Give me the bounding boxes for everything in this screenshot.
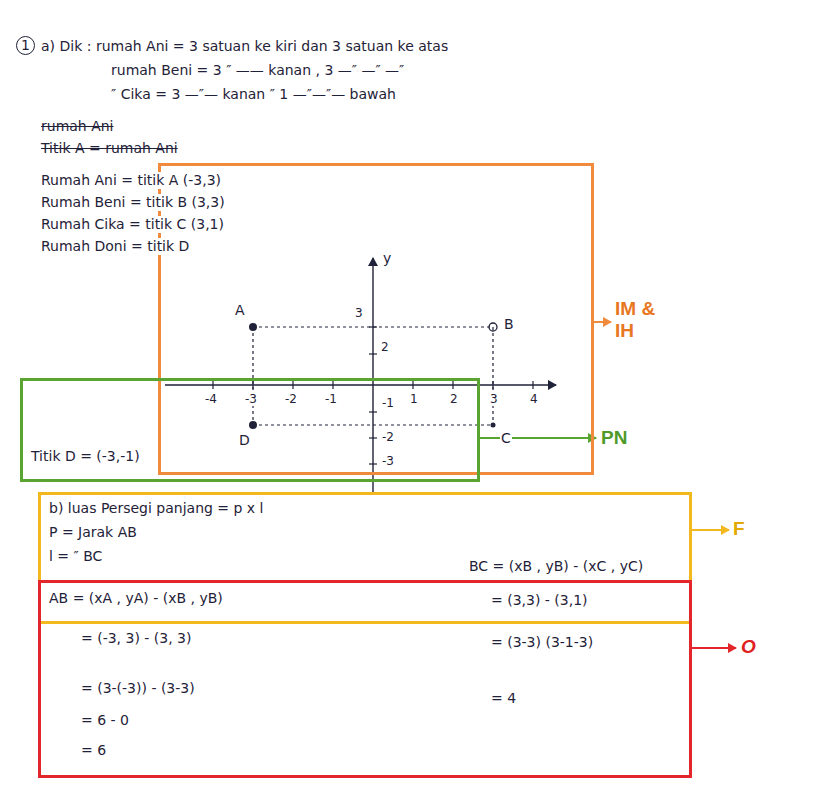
answer-line: Rumah Doni = titik D <box>40 238 190 255</box>
point-label: C <box>500 430 512 447</box>
annotation-code: F <box>733 518 745 540</box>
given-text: ″ Cika = 3 —″— kanan ″ 1 —″—″— bawah <box>110 86 397 103</box>
annotation-code: O <box>741 636 756 658</box>
annotation-code: IM & IH <box>615 298 667 342</box>
given-text: a) Dik : rumah Ani = 3 satuan ke kiri da… <box>40 38 449 55</box>
axis-number: 3 <box>489 392 499 406</box>
answer-line: Rumah Beni = titik B (3,3) <box>40 194 226 211</box>
axis-ticks <box>213 327 533 464</box>
formula-line: b) luas Persegi panjang = p x l <box>48 500 265 517</box>
answer-line: Rumah Ani = titik A (-3,3) <box>40 172 222 189</box>
axis-number: 1 <box>409 392 419 406</box>
x-axis <box>165 384 556 385</box>
working-line: = 4 <box>490 690 517 707</box>
annotation-arrow <box>594 321 611 323</box>
point-a <box>249 323 257 331</box>
working-line: = (-3, 3) - (3, 3) <box>80 630 192 647</box>
y-axis <box>372 258 373 492</box>
point-label: A <box>234 302 246 319</box>
point-label: B <box>503 316 515 333</box>
axis-number: 2 <box>449 392 459 406</box>
axis-number: -3 <box>244 392 258 406</box>
formula-line: l = ″ BC <box>48 548 103 565</box>
annotation-arrow <box>480 437 596 439</box>
point-c <box>491 423 496 428</box>
axis-name: y <box>382 250 392 267</box>
axis-number: -1 <box>324 392 338 406</box>
axis-number: -1 <box>381 396 395 410</box>
guide-lines <box>253 327 493 425</box>
answer-line: Rumah Cika = titik C (3,1) <box>40 216 225 233</box>
working-line: = 6 <box>80 742 107 759</box>
working-line: BC = (xB , yB) - (xC , yC) <box>468 558 644 575</box>
axis-number: -3 <box>381 454 395 468</box>
working-line: = (3,3) - (3,1) <box>490 592 589 609</box>
working-line: = 6 - 0 <box>80 712 130 729</box>
formula-line: P = Jarak AB <box>48 524 138 541</box>
axis-number: 3 <box>354 306 364 320</box>
axis-number: 4 <box>529 392 539 406</box>
given-text: rumah Beni = 3 ″ —— kanan , 3 —″ —″ —″ <box>110 62 405 79</box>
axis-number: -2 <box>381 430 395 444</box>
working-line: = (3-(-3)) - (3-3) <box>80 680 196 697</box>
working-line: = (3-3) (3-1-3) <box>490 634 594 651</box>
crossed-out-text: rumah Ani <box>40 118 115 135</box>
axis-number: -4 <box>204 392 218 406</box>
point-label: D <box>238 432 251 449</box>
answer-line: Titik D = (-3,-1) <box>30 448 141 465</box>
axis-number: 2 <box>380 340 390 354</box>
annotation-code: PN <box>601 427 627 449</box>
point-d <box>249 421 257 429</box>
point-b <box>489 323 497 331</box>
working-line: AB = (xA , yA) - (xB , yB) <box>48 590 224 607</box>
axis-number: -2 <box>284 392 298 406</box>
crossed-out-text: Titik A = rumah Ani <box>40 140 179 157</box>
question-number: 1 <box>16 36 35 55</box>
annotation-arrow <box>692 529 729 531</box>
annotation-box-o: O <box>38 580 692 778</box>
annotation-arrow <box>692 647 736 649</box>
